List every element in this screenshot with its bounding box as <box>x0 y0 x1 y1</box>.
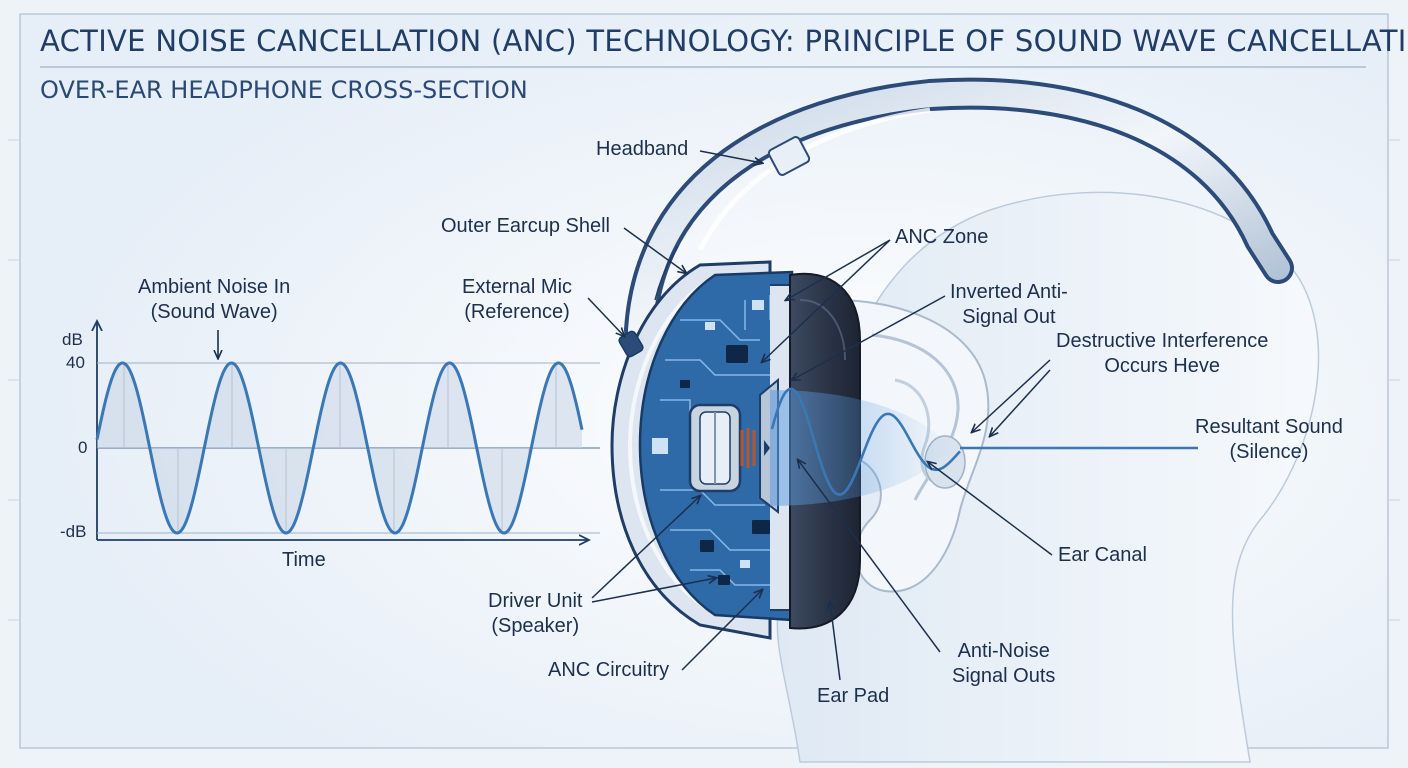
page-subtitle: OVER-EAR HEADPHONE CROSS-SECTION <box>40 76 528 104</box>
driver-leader <box>591 496 700 599</box>
external-mic-leader <box>587 297 624 336</box>
inverted-signal-label: Inverted Anti- Signal Out <box>950 281 1068 328</box>
page-title: ACTIVE NOISE CANCELLATION (ANC) TECHNOLO… <box>40 24 1408 58</box>
destructive-leader-2 <box>990 369 1051 436</box>
y-zero-tick: 0 <box>78 438 88 457</box>
x-axis-label: Time <box>282 549 326 571</box>
ear-pad-label: Ear Pad <box>817 685 890 707</box>
driver-unit-label: Driver Unit (Speaker) <box>488 590 583 637</box>
anc-zone-beam <box>770 390 950 506</box>
ambient-noise-graph <box>97 322 600 540</box>
anc-zone-leader-2 <box>762 239 891 362</box>
anc-zone-leader <box>786 239 891 300</box>
ambient-sound-wave <box>95 361 584 535</box>
y-unit-label: dB <box>62 330 83 349</box>
headband-label: Headband <box>596 138 689 160</box>
anc-zone-label: ANC Zone <box>895 226 989 248</box>
anc-circuitry-leader <box>681 590 762 671</box>
ear-pad-leader <box>830 602 841 681</box>
ear-canal-label: Ear Canal <box>1058 544 1147 566</box>
external-mic-label: External Mic (Reference) <box>462 276 573 323</box>
y-top-tick: 40 <box>66 353 85 372</box>
earcup <box>610 260 801 640</box>
driver-leader-2 <box>591 578 716 603</box>
headband <box>624 77 1294 346</box>
destructive-leader <box>972 359 1051 432</box>
resultant-sound-label: Resultant Sound (Silence) <box>1195 416 1343 463</box>
anc-circuitry-label: ANC Circuitry <box>548 659 670 681</box>
inverted-signal-leader <box>792 295 946 380</box>
y-bottom-tick: -dB <box>60 522 87 541</box>
anti-noise-leader <box>798 460 941 653</box>
ear-canal-leader <box>928 462 1053 556</box>
ambient-noise-label: Ambient Noise In (Sound Wave) <box>138 276 291 323</box>
headband-leader <box>699 150 762 163</box>
outer-shell-label: Outer Earcup Shell <box>441 215 610 237</box>
destructive-interference-label: Destructive Interference Occurs Heve <box>1056 330 1269 377</box>
anti-noise-label: Anti-Noise Signal Outs <box>952 640 1056 687</box>
outer-shell-leader <box>623 227 686 273</box>
